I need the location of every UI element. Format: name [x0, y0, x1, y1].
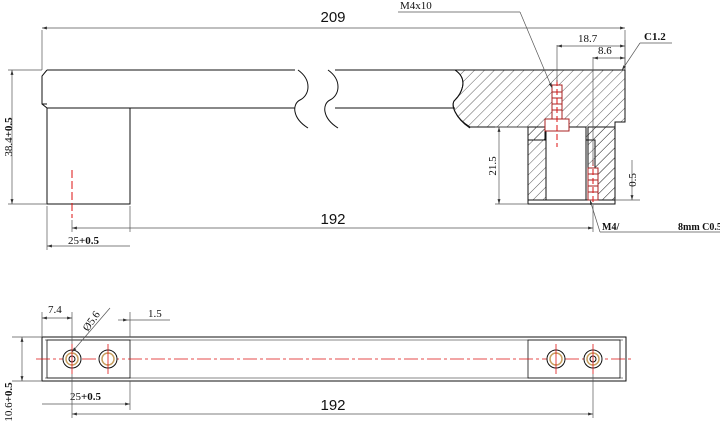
dim-edge-offset-text: 7.4 [48, 304, 62, 316]
dim-offset-outer-text: 18.7 [578, 33, 598, 45]
dim-leg-height [495, 126, 528, 205]
dim-overall-length [41, 26, 626, 70]
chamfer-callout-text: C1.2 [644, 31, 666, 43]
dim-leg-width-bottom-text: 25+0.5 [70, 391, 102, 403]
counterbore-dim-text: Ø5.6 [81, 309, 104, 334]
dim-hole-spacing-text: 192 [320, 211, 345, 228]
dim-hole-spacing-bottom-text: 192 [320, 397, 345, 414]
thread-callout-b-text: 8mm C0.5 [678, 222, 720, 233]
dim-edge-offset [41, 312, 73, 344]
dim-leg-width [46, 206, 131, 250]
dim-counterbore-depth [118, 312, 170, 337]
handle-bar-side [41, 69, 471, 205]
thread-callout-leader [589, 199, 720, 233]
m4-thread-insert-side [587, 160, 599, 205]
dim-leg-width-text: 25+0.5 [68, 235, 100, 247]
dim-leg-width-bottom [42, 381, 131, 410]
dim-leg-height-text: 21.5 [487, 156, 499, 176]
counterbore-leader [71, 307, 111, 353]
dim-offset-inner-text: 8.6 [598, 45, 612, 57]
dim-overall-length-text: 209 [320, 9, 345, 26]
thread-callout-a-text: M4/ [602, 222, 619, 233]
dim-hole-spacing-bottom [71, 374, 594, 418]
dim-height-text: 38.4+0.5 [3, 117, 15, 157]
side-view: 209 192 38.4+0.5 25+0.5 21.5 [3, 0, 720, 250]
m4-screw-side [544, 80, 570, 147]
bottom-view: 7.4 Ø5.6 1.5 10.6+0.5 25+0.5 [3, 304, 632, 422]
dim-thread-depth [615, 160, 640, 201]
dim-thread-depth-text: 0.5 [627, 173, 639, 187]
screw-callout-leader [398, 11, 553, 89]
chamfer-callout-leader [621, 42, 672, 71]
dim-width-text: 10.6+0.5 [3, 382, 15, 422]
screw-callout-text: M4x10 [400, 0, 432, 12]
dim-height [8, 69, 47, 205]
dim-counterbore-depth-text: 1.5 [148, 308, 162, 320]
section-hatch-right [452, 69, 626, 205]
dim-width [12, 336, 42, 382]
